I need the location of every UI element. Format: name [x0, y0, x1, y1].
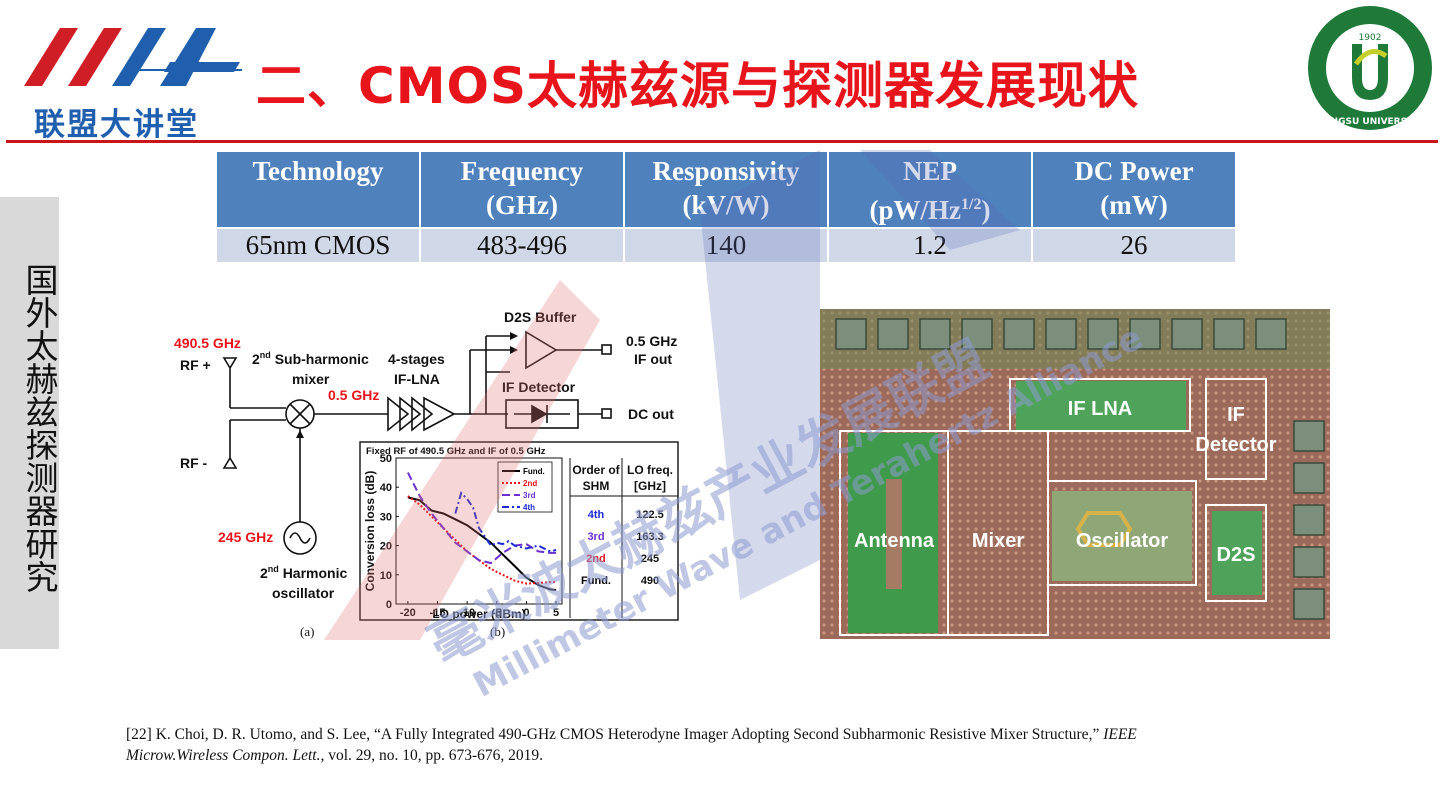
university-name-en: JIANGSU UNIVERSITY [1316, 117, 1424, 127]
y-tick-label: 20 [380, 541, 392, 553]
block-diagram: 490.5 GHz RF + RF - 2nd Sub-harmonic mix… [174, 309, 679, 639]
side-table-header: SHM [583, 479, 610, 493]
reference-citation: [22] K. Choi, D. R. Utomo, and S. Lee, “… [126, 724, 1326, 766]
side-table-order: 4th [588, 509, 605, 521]
side-table-header: Order of [572, 463, 620, 477]
rf-freq-label: 490.5 GHz [174, 335, 241, 351]
side-table-order: 3rd [587, 531, 604, 543]
reference-journal-b: Microw.Wireless Compon. Lett. [126, 747, 321, 764]
mixer-label-2: mixer [292, 371, 330, 387]
chip-label-if-lna: IF LNA [1068, 398, 1132, 420]
university-seal-icon: 1902 JIANGSU UNIVERSITY [1308, 6, 1432, 130]
legend-label-2: 3rd [523, 491, 536, 500]
if-out-label-2: IF out [634, 351, 672, 367]
reference-volume: , vol. 29, no. 10, pp. 673-676, 2019. [320, 747, 544, 764]
x-tick-label: -20 [400, 607, 416, 619]
chip-micrograph: IF LNA IF Detector Antenna Mixer Oscilla… [820, 309, 1330, 639]
chip-label-oscillator: Oscillator [1076, 530, 1168, 552]
side-table-header: [GHz] [634, 479, 666, 493]
pad-row [835, 318, 1287, 350]
x-tick-label: -10 [459, 607, 475, 619]
legend-label-0: Fund. [523, 467, 545, 476]
chip-label-d2s: D2S [1217, 544, 1256, 566]
x-axis-label: LO power (dBm) [432, 607, 525, 621]
x-tick-label: 5 [553, 607, 559, 619]
page-title: 二、CMOS太赫兹源与探测器发展现状 [256, 57, 1139, 115]
legend-label-3: 4th [523, 503, 535, 512]
lna-label-1: 4-stages [388, 351, 445, 367]
dc-out-label: DC out [628, 406, 674, 422]
spec-table-header-row: Technology Frequency(GHz) Responsivity(k… [215, 150, 1237, 229]
d2s-label: D2S Buffer [504, 309, 577, 325]
table-header-nep: NEP(pW/Hz1/2) [827, 150, 1033, 229]
side-table-order: 2nd [586, 553, 606, 565]
header-divider [6, 140, 1438, 143]
rf-minus-label: RF - [180, 455, 208, 471]
university-logo: 1902 JIANGSU UNIVERSITY [1300, 4, 1440, 132]
table-row: 65nm CMOS 483-496 140 1.2 26 [215, 227, 1237, 264]
y-tick-label: 40 [380, 482, 392, 494]
alliance-logo: 联盟大讲堂 [20, 22, 245, 143]
osc-label-2: oscillator [272, 585, 335, 601]
series-line-3 [454, 491, 557, 553]
table-cell-technology: 65nm CMOS [215, 227, 421, 264]
table-header-frequency: Frequency(GHz) [419, 150, 625, 229]
conversion-loss-chart: Fixed RF of 490.5 GHz and IF of 0.5 GHz -… [363, 446, 678, 621]
chip-label-antenna: Antenna [854, 530, 935, 552]
table-cell-dc-power: 26 [1031, 227, 1237, 264]
series-line-0 [407, 496, 557, 591]
y-tick-label: 50 [380, 453, 392, 465]
y-tick-label: 30 [380, 511, 392, 523]
alliance-logo-icon [24, 28, 242, 86]
y-tick-label: 0 [386, 599, 392, 611]
x-tick-label: -15 [430, 607, 446, 619]
university-year: 1902 [1359, 33, 1382, 43]
x-tick-label: -5 [492, 607, 502, 619]
plot-frame [395, 457, 563, 605]
side-table-lo-freq: 122.5 [636, 509, 664, 521]
side-table-order: Fund. [581, 575, 611, 587]
if-out-label-1: 0.5 GHz [626, 333, 677, 349]
series-line-2 [407, 472, 557, 565]
lna-label-2: IF-LNA [394, 371, 440, 387]
side-table-lo-freq: 490 [641, 575, 659, 587]
if-detector-label: IF Detector [502, 379, 576, 395]
if-freq-label: 0.5 GHz [328, 387, 379, 403]
table-cell-frequency: 483-496 [419, 227, 625, 264]
legend-label-1: 2nd [523, 479, 537, 488]
chip-label-if-detector-2: Detector [1195, 434, 1276, 456]
table-header-technology: Technology [215, 150, 421, 229]
spec-table: Technology Frequency(GHz) Responsivity(k… [215, 150, 1237, 264]
table-header-responsivity: Responsivity(kV/W) [623, 150, 829, 229]
reference-body: [22] K. Choi, D. R. Utomo, and S. Lee, “… [126, 726, 1104, 743]
table-header-dc-power: DC Power(mW) [1031, 150, 1237, 229]
chip-label-if-detector-1: IF [1227, 404, 1245, 426]
osc-label-1: 2nd Harmonic [260, 564, 347, 581]
figure-label-a: (a) [300, 624, 314, 639]
y-axis-label: Conversion loss (dB) [363, 471, 377, 592]
side-table-lo-freq: 163.3 [636, 531, 664, 543]
table-cell-nep: 1.2 [827, 227, 1033, 264]
lo-freq-label: 245 GHz [218, 529, 273, 545]
figure-label-b: (b) [490, 624, 505, 639]
table-cell-responsivity: 140 [623, 227, 829, 264]
rf-plus-label: RF + [180, 357, 211, 373]
pad-column [1293, 420, 1325, 620]
chip-label-mixer: Mixer [972, 530, 1024, 552]
reference-journal-a: IEEE [1103, 726, 1137, 743]
y-tick-label: 10 [380, 570, 392, 582]
side-table-header: LO freq. [627, 463, 673, 477]
block-outlines [839, 378, 1267, 636]
side-table-lo-freq: 245 [641, 553, 659, 565]
sidebar-vertical-title: 国外太赫兹探测器研究 [0, 197, 59, 649]
x-tick-label: 0 [523, 607, 529, 619]
chart-title: Fixed RF of 490.5 GHz and IF of 0.5 GHz [366, 446, 546, 457]
alliance-logo-text: 联盟大讲堂 [34, 107, 199, 143]
mixer-label: 2nd Sub-harmonic [252, 350, 369, 367]
